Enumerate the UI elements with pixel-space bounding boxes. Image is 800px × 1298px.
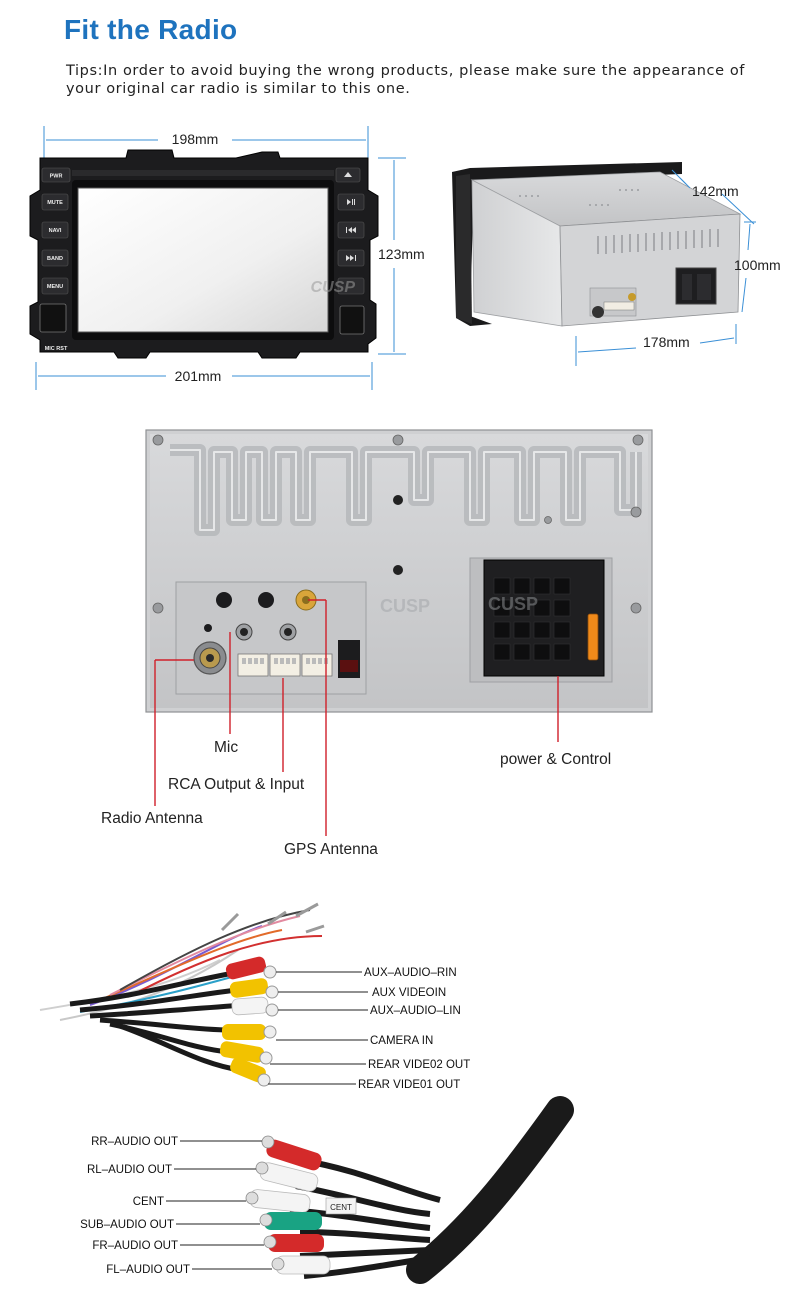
harness-label: RR–AUDIO OUT [91,1136,178,1148]
harness-label: CAMERA IN [370,1035,433,1047]
mute-button [41,193,69,211]
button-label: NAVI [49,228,62,234]
rca-label: RCA Output & Input [168,776,305,793]
dimension-label: 142mm [692,183,739,199]
dimension-width-bottom: 201mm [35,362,373,390]
dimension-label: 201mm [175,368,222,384]
harness-label: FL–AUDIO OUT [106,1264,190,1276]
watermark: CUSP [488,594,538,614]
navi-button [41,221,69,239]
harness-label: REAR VIDE01 OUT [358,1079,460,1091]
dimension-label: 100mm [734,257,781,273]
previous-icon [346,227,356,233]
button-label: MUTE [47,200,63,206]
harness-bottom: CENT RR–AUDIO OUT RL–AUDIO OUT CENT SUB–… [80,1096,574,1284]
harness-label: RL–AUDIO OUT [87,1164,172,1176]
harness-label: AUX VIDEOIN [372,987,446,999]
button-label: BAND [47,256,63,262]
volume-button [337,277,365,295]
front-view: 198mm 201mm 123mm PWR MUTE [29,126,425,390]
mic-rst-label: MIC RST [45,346,68,352]
front-right-buttons [335,167,365,335]
menu-button [41,277,69,295]
dimension-depth-bottom: 178mm [575,324,737,366]
side-view: 142mm 100mm 178mm [452,162,781,366]
button-label: MENU [47,284,63,290]
dimension-height: 123mm [378,157,425,355]
harness-label: REAR VIDE02 OUT [368,1059,470,1071]
power-control-label: power & Control [500,751,611,768]
play-pause-icon [347,199,355,205]
radio-antenna-label: Radio Antenna [101,810,203,827]
harness-label: SUB–AUDIO OUT [80,1219,174,1231]
mic-label: Mic [214,739,238,756]
watermark: CUSP [311,279,356,296]
harness-label: CENT [133,1196,164,1208]
power-label: PWR [50,174,63,180]
gps-sd-slot [339,305,365,335]
harness-label: FR–AUDIO OUT [92,1240,178,1252]
dimension-width-top: 198mm [43,126,369,158]
dimension-depth-top: 142mm [671,169,755,225]
front-left-buttons: PWR MUTE NAVI BAND MENU MIC RST [39,167,71,352]
rear-callouts [154,599,559,836]
dimension-label: 198mm [172,131,219,147]
watermark: CUSP [380,596,430,616]
usb-port [39,303,67,333]
cent-tag: CENT [330,1203,352,1212]
page-title: Fit the Radio [64,14,238,45]
dimension-label: 123mm [378,246,425,262]
gps-antenna-label: GPS Antenna [284,841,378,858]
harness-label: AUX–AUDIO–LIN [370,1005,461,1017]
band-button [41,249,69,267]
next-icon [346,255,356,261]
power-button [41,167,71,183]
dimension-side-height: 100mm [734,221,781,313]
rear-panel: CUSP CUSP [145,429,653,713]
eject-icon [344,172,352,177]
harness-top: AUX–AUDIO–RIN AUX VIDEOIN AUX–AUDIO–LIN … [39,902,470,1091]
dimension-label: 178mm [643,334,690,350]
harness-label: AUX–AUDIO–RIN [364,967,457,979]
tips-text: Tips:In order to avoid buying the wrong … [66,63,745,97]
